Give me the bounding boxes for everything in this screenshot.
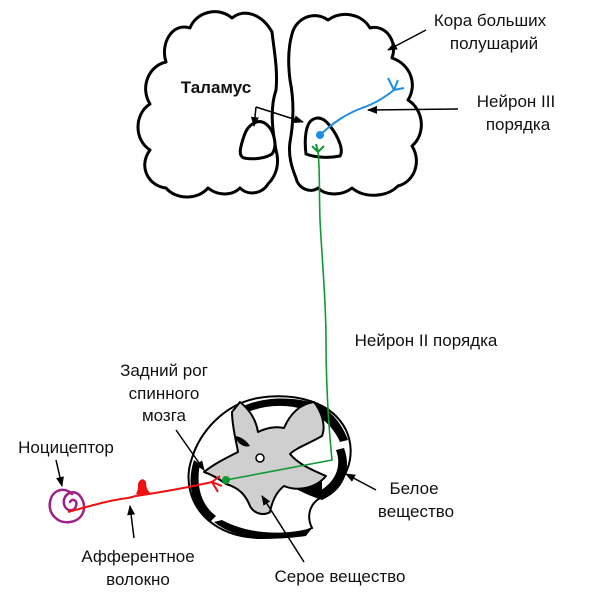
dorsal-horn-label-line2: спинного: [129, 384, 200, 403]
neuron2-label: Нейрон II порядка: [355, 331, 498, 350]
neuron3-dendrites: [387, 77, 405, 91]
central-canal: [255, 453, 265, 463]
white-matter-rim-bottom: [214, 520, 312, 539]
thalamus-arrow-right: [255, 106, 304, 124]
neuron2-terminal: [311, 143, 325, 153]
nociceptor-arrow: [55, 459, 64, 487]
afferent-cell-body: [136, 479, 152, 496]
dorsal-horn-label-line1: Задний рог: [120, 361, 208, 380]
white-matter-label-line1: Белое: [389, 479, 438, 498]
thalamus-left: [238, 120, 277, 161]
afferent-arrow: [127, 505, 136, 539]
dorsal-horn-label-line3: мозга: [142, 406, 187, 425]
cortex-label-line2: полушарий: [450, 34, 538, 53]
neuron2-axon: [225, 151, 333, 481]
white-matter-arrow: [345, 473, 377, 491]
dorsal-horn-arrow: [175, 429, 205, 471]
nociceptor-label: Ноцицептор: [18, 438, 114, 457]
white-matter-rim-left: [190, 460, 216, 522]
thalamus-arrow-left: [250, 106, 259, 127]
gray-matter-arrow: [261, 495, 305, 563]
white-matter-label-line2: вещество: [378, 502, 454, 521]
cortex-label-line1: Кора больших: [434, 11, 547, 30]
neuron3-axon: [319, 89, 395, 136]
neuron3-arrow: [367, 105, 459, 114]
neuron3-label-line1: Нейрон III: [477, 92, 555, 111]
gray-matter-label: Серое вещество: [275, 567, 406, 586]
spinal-cord-gray-matter: [203, 401, 327, 515]
afferent-label-line2: волокно: [106, 570, 170, 589]
brain-right-hemisphere: [287, 12, 423, 197]
white-matter-rim-right: [318, 448, 348, 500]
afferent-label-line1: Афферентное: [81, 547, 194, 566]
afferent-fiber: [67, 481, 213, 513]
neuron3-label-line2: порядка: [486, 115, 551, 134]
afferent-terminal: [211, 475, 223, 493]
nociceptor-ending: [48, 488, 86, 524]
brain-left-hemisphere: [136, 10, 280, 199]
cortex-arrow: [387, 29, 427, 51]
thalamus-label: Таламус: [181, 78, 252, 97]
dorsal-horn-notch: [234, 436, 250, 447]
